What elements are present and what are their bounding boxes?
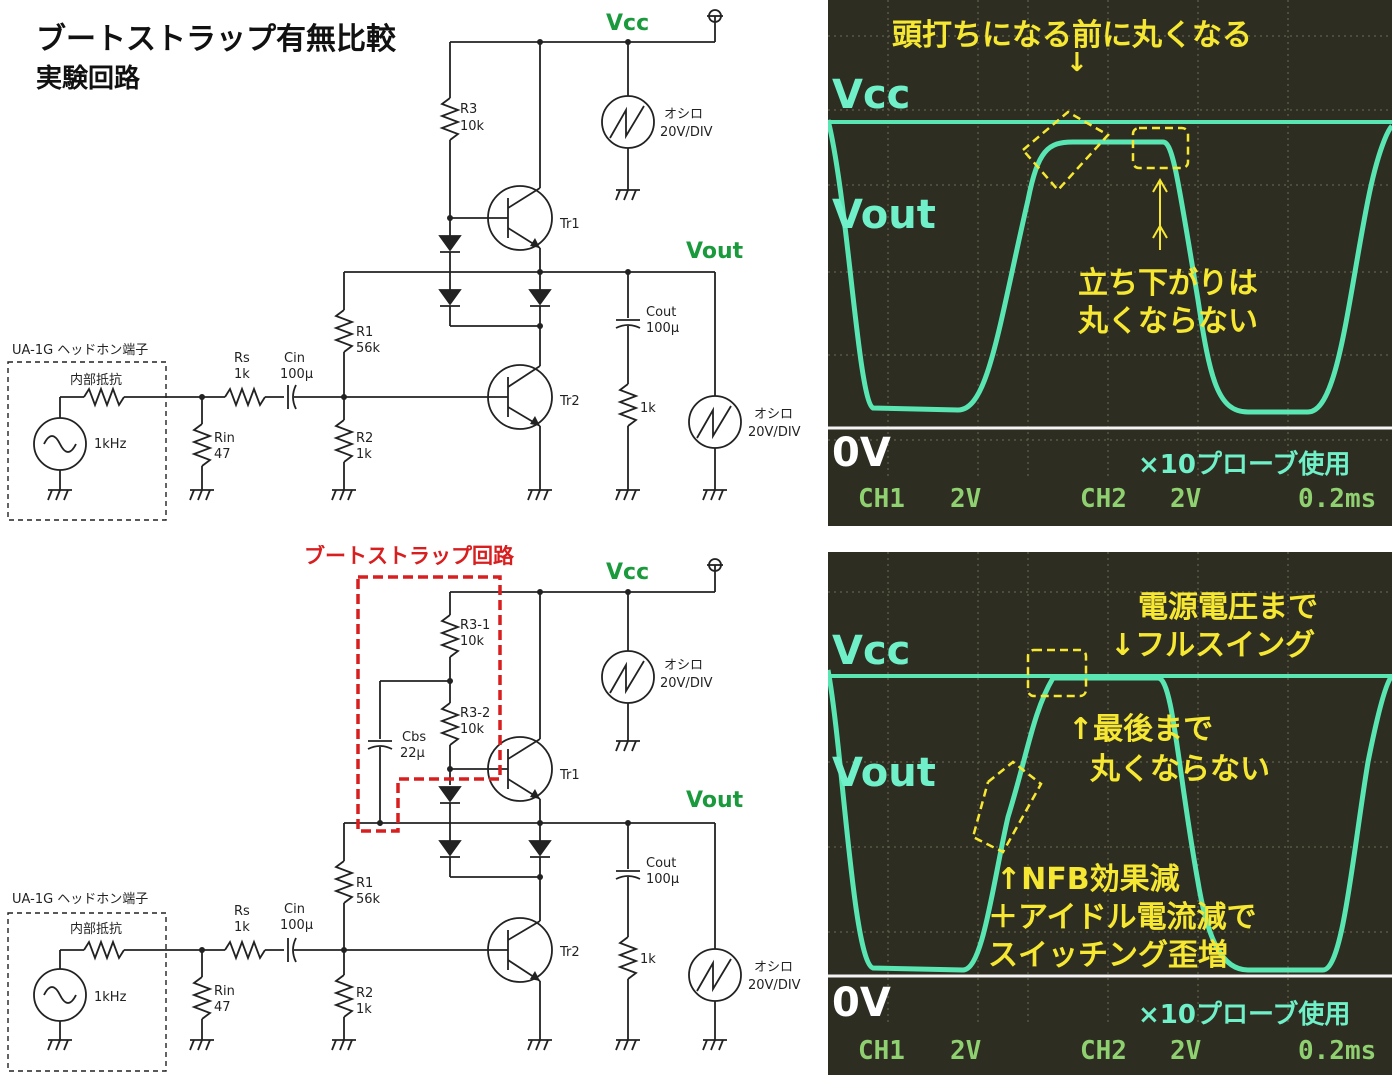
- label-internal-r: 内部抵抗: [70, 372, 122, 388]
- value-r2-b: 1k: [356, 1002, 372, 1017]
- range-scope-vcc: 20V/DIV: [660, 125, 713, 140]
- value-cin-b: 100μ: [280, 918, 313, 933]
- readout-ch2-b: CH2: [1080, 1036, 1127, 1066]
- label-r2-b: R2: [356, 986, 373, 1001]
- arrow-down: ↓: [1066, 48, 1088, 78]
- readout-timebase-b: 0.2ms: [1298, 1036, 1377, 1066]
- label-vcc: Vcc: [606, 11, 649, 36]
- note-full-swing-1: 電源電圧まで: [1138, 590, 1318, 625]
- label-vout-b: Vout: [686, 788, 744, 813]
- value-rs-b: 1k: [234, 920, 250, 935]
- value-rin-b: 47: [214, 1000, 231, 1015]
- label-freq-b: 1kHz: [94, 990, 127, 1005]
- label-source-box-b: UA-1G ヘッドホン端子: [12, 892, 148, 907]
- schematic-bootstrap: R3-1 10k R3-2 10k Cbs 22μ Tr1 Tr2 R1 56k…: [7, 545, 801, 1072]
- bootstrap-outline: [356, 575, 502, 833]
- zero-label: 0V: [832, 430, 891, 476]
- probe-note-b: ×10プローブ使用: [1138, 1000, 1351, 1030]
- value-r3-2: 10k: [460, 722, 485, 737]
- label-tr1: Tr1: [559, 217, 580, 232]
- note-nfb-2: ＋アイドル電流減で: [988, 900, 1257, 935]
- readout-ch2: CH2: [1080, 484, 1127, 514]
- label-scope-vout-b: オシロ: [754, 960, 793, 975]
- note-fall-1: 立ち下がりは: [1078, 266, 1258, 301]
- label-r2: R2: [356, 431, 373, 446]
- note-rounding: 頭打ちになる前に丸くなる: [892, 18, 1252, 53]
- label-rin-b: Rin: [214, 984, 235, 999]
- readout-timebase: 0.2ms: [1298, 484, 1377, 514]
- label-internal-r-b: 内部抵抗: [70, 921, 122, 937]
- value-rload: 1k: [640, 401, 656, 416]
- label-tr2: Tr2: [559, 394, 580, 409]
- label-r1-b: R1: [356, 876, 373, 891]
- note-no-round-1: ↑最後まで: [1068, 712, 1214, 747]
- label-cbs: Cbs: [402, 730, 426, 745]
- label-cout: Cout: [646, 305, 676, 320]
- label-source-box: UA-1G ヘッドホン端子: [12, 343, 148, 358]
- zero-label-b: 0V: [832, 980, 891, 1026]
- value-cout-b: 100μ: [646, 872, 679, 887]
- label-tr1-b: Tr1: [559, 768, 580, 783]
- readout-ch1: CH1: [858, 484, 905, 514]
- note-full-swing-2: ↓フルスイング: [1110, 628, 1316, 663]
- label-rs-b: Rs: [234, 904, 250, 919]
- label-rs: Rs: [234, 351, 250, 366]
- value-r1-b: 56k: [356, 892, 381, 907]
- label-scope-vcc-b: オシロ: [664, 658, 703, 673]
- range-scope-vout-b: 20V/DIV: [748, 978, 801, 993]
- sub-title: 実験回路: [36, 64, 141, 94]
- note-fall-2: 丸くならない: [1078, 304, 1258, 339]
- range-scope-vout: 20V/DIV: [748, 425, 801, 440]
- value-cbs: 22μ: [400, 746, 425, 761]
- label-scope-vcc: オシロ: [664, 107, 703, 122]
- value-rin: 47: [214, 447, 231, 462]
- readout-ch1-volts: 2V: [950, 484, 982, 514]
- value-r3-1: 10k: [460, 634, 485, 649]
- trace-label-vout: Vout: [832, 192, 936, 238]
- note-no-round-2: 丸くならない: [1090, 752, 1270, 787]
- main-title: ブートストラップ有無比較: [36, 22, 396, 57]
- note-nfb-1: ↑NFB効果減: [996, 862, 1180, 897]
- probe-note: ×10プローブ使用: [1138, 450, 1351, 480]
- value-r3: 10k: [460, 119, 485, 134]
- bootstrap-title: ブートストラップ回路: [304, 545, 515, 568]
- note-nfb-3: スイッチング歪増: [988, 938, 1228, 973]
- scope-screen-no-bootstrap: 頭打ちになる前に丸くなる ↓ Vcc Vout 立ち下がりは 丸くならない 0V…: [828, 0, 1392, 526]
- trace-label-vout-b: Vout: [832, 750, 936, 796]
- trace-label-vcc: Vcc: [832, 72, 911, 118]
- label-vcc-b: Vcc: [606, 560, 649, 585]
- readout-ch2-volts-b: 2V: [1170, 1036, 1202, 1066]
- label-cin: Cin: [284, 351, 305, 366]
- label-freq: 1kHz: [94, 437, 127, 452]
- label-r3: R3: [460, 102, 477, 117]
- readout-ch1-b: CH1: [858, 1036, 905, 1066]
- value-rload-b: 1k: [640, 952, 656, 967]
- label-r3-2: R3-2: [460, 706, 490, 721]
- trace-label-vcc-b: Vcc: [832, 628, 911, 674]
- label-vout: Vout: [686, 239, 744, 264]
- readout-ch1-volts-b: 2V: [950, 1036, 982, 1066]
- label-r1: R1: [356, 325, 373, 340]
- scope-screen-bootstrap: 電源電圧まで ↓フルスイング Vcc ↑最後まで 丸くならない Vout ↑NF…: [828, 552, 1392, 1075]
- label-rin: Rin: [214, 431, 235, 446]
- value-cout: 100μ: [646, 321, 679, 336]
- value-rs: 1k: [234, 367, 250, 382]
- label-scope-vout: オシロ: [754, 407, 793, 422]
- range-scope-vcc-b: 20V/DIV: [660, 676, 713, 691]
- value-cin: 100μ: [280, 367, 313, 382]
- schematic-no-bootstrap: R3 10k Tr1 Tr2 R1 56k R2 1k Cout 100μ 1k…: [7, 9, 801, 521]
- value-r2: 1k: [356, 447, 372, 462]
- label-cin-b: Cin: [284, 902, 305, 917]
- label-r3-1: R3-1: [460, 618, 490, 633]
- label-tr2-b: Tr2: [559, 945, 580, 960]
- label-cout-b: Cout: [646, 856, 676, 871]
- readout-ch2-volts: 2V: [1170, 484, 1202, 514]
- value-r1: 56k: [356, 341, 381, 356]
